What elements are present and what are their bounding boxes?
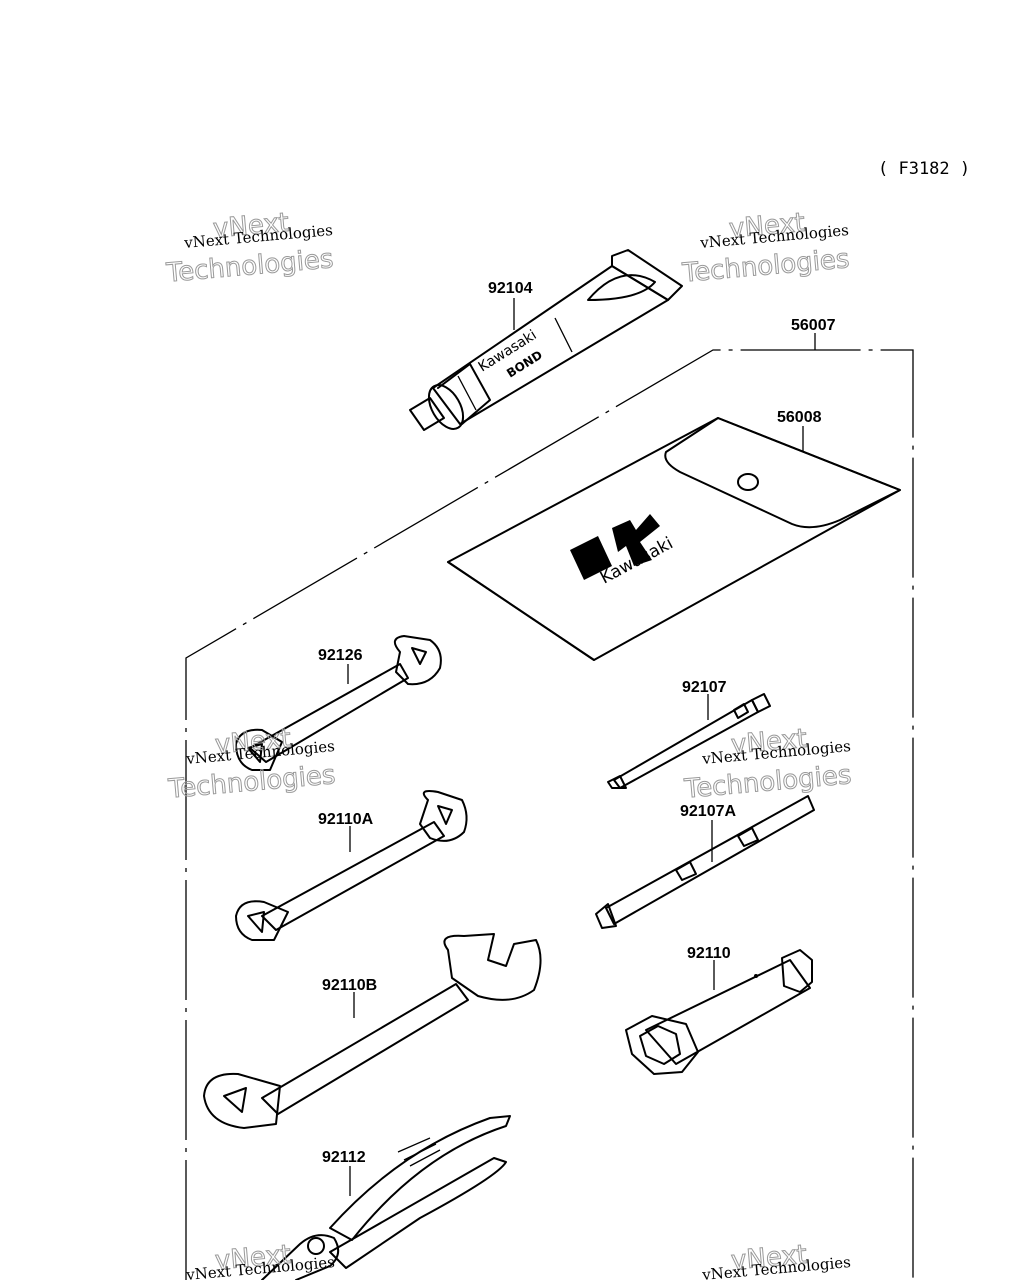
bond-tube: Kawasaki BOND xyxy=(409,249,683,431)
part-label-56007: 56007 xyxy=(791,317,836,334)
part-label-92107A: 92107A xyxy=(680,803,736,820)
screwdriver-92107A xyxy=(595,795,815,929)
part-label-92110: 92110 xyxy=(687,945,731,962)
watermark-top-right: vNext vNext Technologies Technologies xyxy=(680,207,851,289)
watermark-mid-right: vNext vNext Technologies Technologies xyxy=(682,723,853,805)
part-label-92110A: 92110A xyxy=(318,811,374,828)
watermark-mid-left: vNext vNext Technologies Technologies xyxy=(166,723,337,805)
watermark-big-1: vNext xyxy=(214,1240,292,1277)
plug-wrench-92110 xyxy=(625,949,813,1075)
part-label-92107: 92107 xyxy=(682,679,727,696)
figure-code: ( F3182 ) xyxy=(878,159,970,179)
watermark-top-left: vNext vNext Technologies Technologies xyxy=(164,207,335,289)
tool-kit-frame xyxy=(185,333,914,1280)
part-label-92126: 92126 xyxy=(318,647,363,664)
watermark-big-1: vNext xyxy=(728,208,806,245)
watermark-big-1: vNext xyxy=(212,208,290,245)
kawasaki-logo-icon xyxy=(570,536,612,580)
tool-pouch: Kawasaki xyxy=(447,417,901,661)
watermark-big-1: vNext xyxy=(214,724,292,761)
wrench-92110A xyxy=(235,790,468,941)
screwdriver-92107 xyxy=(607,693,771,789)
pliers-92112 xyxy=(261,1115,511,1280)
part-label-92104: 92104 xyxy=(488,280,533,297)
watermark-big-1: vNext xyxy=(730,1240,808,1277)
watermark-big-1: vNext xyxy=(730,724,808,761)
part-label-56008: 56008 xyxy=(777,409,822,426)
watermark-bottom-right: vNext vNext Technologies xyxy=(700,1239,851,1280)
wrench-92110B xyxy=(203,933,542,1129)
part-label-92112: 92112 xyxy=(322,1149,366,1166)
part-label-92110B: 92110B xyxy=(322,977,377,994)
wrench-92126 xyxy=(235,635,442,771)
